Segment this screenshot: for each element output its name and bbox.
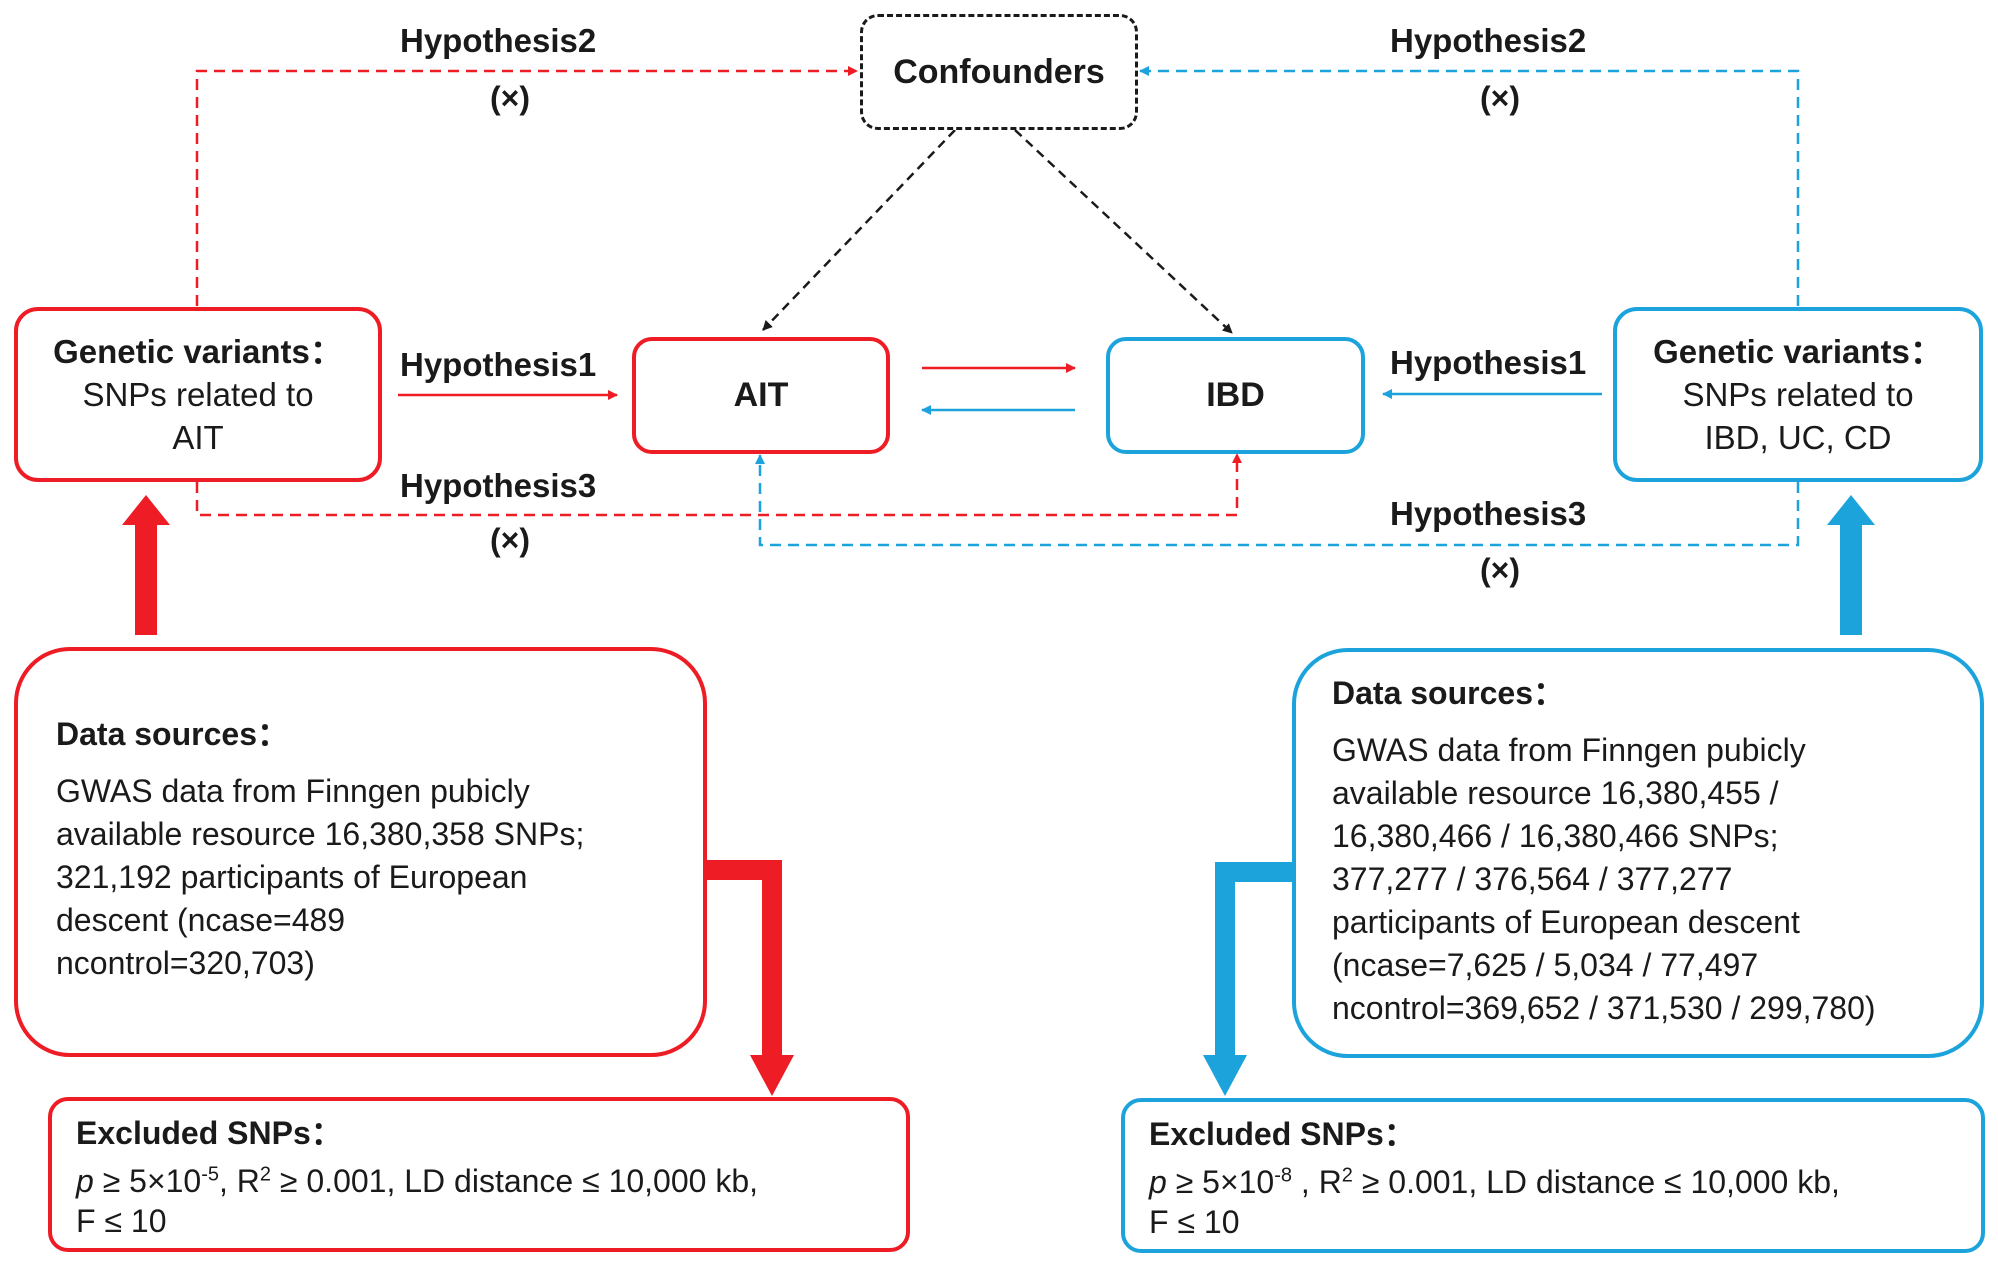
left-excluded-r-exponent: 2: [259, 1163, 272, 1186]
hypothesis3-left-x: (×): [490, 522, 530, 558]
right-thick-up-arrow-shaft: [1840, 525, 1862, 635]
right-thick-elbow-arrow: [1215, 862, 1293, 1055]
left-data-sources-line: descent (ncase=489: [56, 902, 346, 938]
hypothesis2-left-arrow: [195, 66, 858, 306]
confounders-box: Confounders: [860, 14, 1138, 130]
confounders-label: Confounders: [893, 52, 1105, 91]
hypothesis2-left-label: Hypothesis2: [400, 22, 597, 59]
right-excluded-pre: ≥ 5×10: [1166, 1164, 1275, 1200]
hypothesis3-right-label: Hypothesis3: [1390, 495, 1587, 532]
left-thick-up-arrow-shaft: [135, 525, 157, 635]
left-data-sources-line: available resource 16,380,358 SNPs;: [56, 816, 585, 852]
right-data-sources-title: Data sources：: [1332, 675, 1565, 711]
right-genetic-variants-box: Genetic variants： SNPs related to IBD, U…: [1613, 307, 1983, 482]
ibd-label: IBD: [1206, 376, 1265, 414]
left-thick-elbow-arrow-head: [750, 1055, 794, 1096]
right-excluded-line2: F ≤ 10: [1149, 1204, 1240, 1240]
hypothesis2-right-x: (×): [1480, 80, 1520, 116]
right-excluded-title: Excluded SNPs：: [1149, 1116, 1416, 1152]
right-thick-up-arrow-head: [1827, 495, 1875, 525]
ait-label: AIT: [733, 376, 789, 414]
left-thick-elbow-arrow: [707, 860, 782, 1055]
right-data-sources-line: participants of European descent: [1332, 904, 1800, 940]
right-excluded-snps-box: Excluded SNPs： p ≥ 5×10-8 , R2 ≥ 0.001, …: [1121, 1098, 1985, 1253]
left-excluded-line2: F ≤ 10: [76, 1203, 167, 1239]
right-data-sources-line: 377,277 / 376,564 / 377,277: [1332, 861, 1733, 897]
right-excluded-post: ≥ 0.001, LD distance ≤ 10,000 kb,: [1352, 1164, 1840, 1200]
left-excluded-criteria: p ≥ 5×10-5, R2 ≥ 0.001, LD distance ≤ 10…: [76, 1161, 906, 1201]
left-data-sources-title: Data sources：: [56, 716, 289, 752]
left-genetic-variants-line1: SNPs related to: [82, 376, 314, 413]
confounders-to-ait-arrow: [762, 129, 956, 331]
right-genetic-variants-title: Genetic variants：: [1653, 333, 1943, 370]
left-thick-up-arrow-head: [122, 495, 170, 525]
left-genetic-variants-line2: AIT: [172, 419, 224, 456]
hypothesis3-right-x: (×): [1480, 552, 1520, 588]
hypothesis2-left-x: (×): [490, 80, 530, 116]
hypothesis3-left-arrow: [195, 453, 1242, 517]
hypothesis2-right-arrow: [1139, 66, 1800, 306]
left-data-sources-line: GWAS data from Finngen pubicly: [56, 773, 530, 809]
right-data-sources-line: available resource 16,380,455 /: [1332, 775, 1779, 811]
hypothesis3-right-arrow: [755, 454, 1800, 547]
left-excluded-post: ≥ 0.001, LD distance ≤ 10,000 kb,: [271, 1163, 759, 1199]
right-thick-elbow-arrow-head: [1203, 1055, 1247, 1096]
ait-box: AIT: [632, 337, 890, 454]
right-data-sources-line: GWAS data from Finngen pubicly: [1332, 732, 1806, 768]
left-excluded-exponent: -5: [201, 1163, 220, 1186]
right-excluded-mid: , R: [1292, 1164, 1342, 1200]
left-data-sources-line: 321,192 participants of European: [56, 859, 528, 895]
left-genetic-variants-box: Genetic variants： SNPs related to AIT: [14, 307, 382, 482]
left-excluded-snps-box: Excluded SNPs： p ≥ 5×10-5, R2 ≥ 0.001, L…: [48, 1097, 910, 1252]
left-data-sources-box: Data sources： GWAS data from Finngen pub…: [14, 647, 707, 1057]
confounders-to-ibd-arrow: [1014, 129, 1233, 334]
right-data-sources-line: ncontrol=369,652 / 371,530 / 299,780): [1332, 990, 1876, 1026]
right-excluded-exponent: -8: [1274, 1164, 1293, 1187]
right-genetic-variants-line2: IBD, UC, CD: [1704, 419, 1892, 456]
left-excluded-title: Excluded SNPs：: [76, 1115, 343, 1151]
right-data-sources-line: (ncase=7,625 / 5,034 / 77,497: [1332, 947, 1759, 983]
hypothesis2-right-label: Hypothesis2: [1390, 22, 1587, 59]
hypothesis3-left-label: Hypothesis3: [400, 467, 597, 504]
left-data-sources-line: ncontrol=320,703): [56, 945, 315, 981]
right-excluded-p: p: [1149, 1164, 1167, 1200]
left-genetic-variants-title: Genetic variants：: [53, 333, 343, 370]
hypothesis1-right-label: Hypothesis1: [1390, 344, 1587, 381]
left-excluded-p: p: [76, 1163, 94, 1199]
right-excluded-criteria: p ≥ 5×10-8 , R2 ≥ 0.001, LD distance ≤ 1…: [1149, 1162, 1981, 1202]
left-excluded-pre: ≥ 5×10: [93, 1163, 202, 1199]
right-data-sources-box: Data sources： GWAS data from Finngen pub…: [1292, 648, 1984, 1058]
right-data-sources-line: 16,380,466 / 16,380,466 SNPs;: [1332, 818, 1779, 854]
hypothesis1-left-label: Hypothesis1: [400, 346, 597, 383]
right-excluded-r-exponent: 2: [1341, 1164, 1353, 1187]
ibd-box: IBD: [1106, 337, 1365, 454]
left-excluded-mid: , R: [219, 1163, 260, 1199]
right-genetic-variants-line1: SNPs related to: [1682, 376, 1914, 413]
